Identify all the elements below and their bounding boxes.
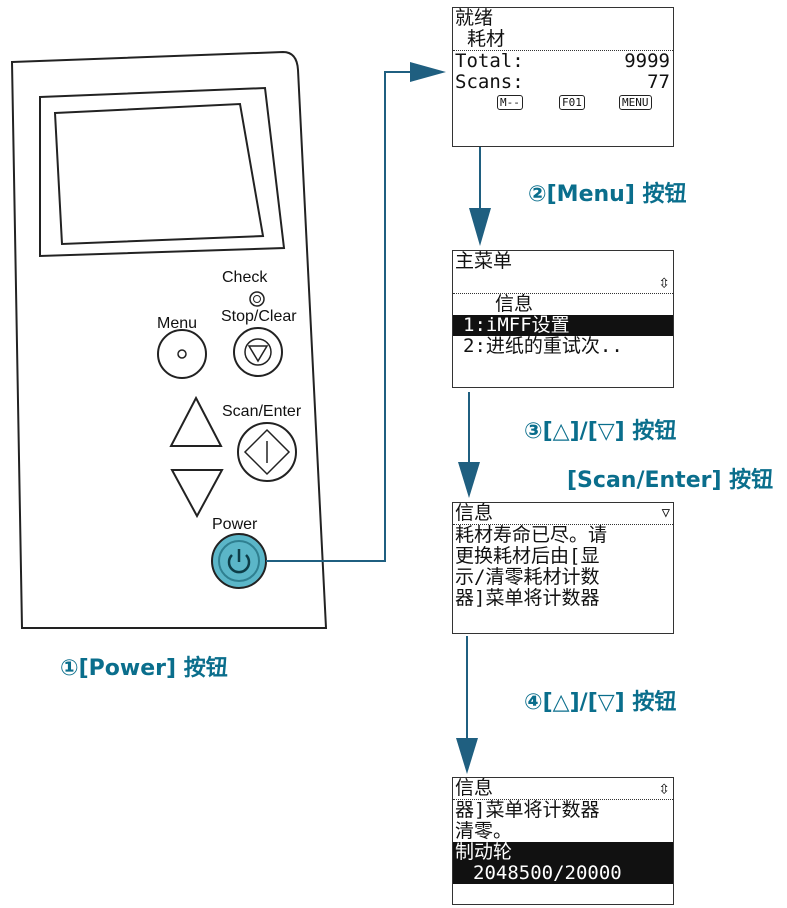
screen4-brake-roller: 制动轮 — [453, 842, 673, 863]
screen1-total-row: Total: 9999 — [453, 51, 673, 72]
total-label: Total: — [455, 50, 524, 72]
screen1-scans-row: Scans: 77 — [453, 72, 673, 93]
menu-button[interactable] — [158, 330, 206, 378]
caption-updown-2: ④[△]/[▽] 按钮 — [524, 690, 677, 715]
menu-item-imff: 1:iMFF设置 — [453, 315, 673, 336]
softkey-menu: MENU — [619, 95, 652, 110]
lcd-screen-ready: 就绪 耗材 Total: 9999 Scans: 77 M-- F01 MENU — [452, 7, 674, 147]
arrow-down-2-icon — [458, 462, 480, 498]
screen2-scroll-row: ⇳ — [453, 272, 673, 294]
power-connector-line — [266, 71, 418, 562]
down-button-icon — [170, 469, 224, 519]
screen3-line2: 更换耗材后由[显 — [455, 545, 600, 567]
softkey-bar: M-- F01 MENU — [453, 93, 673, 113]
screen3-line1: 耗材寿命已尽。请 — [455, 524, 608, 546]
screen3-title-row: 信息 ▽ — [453, 503, 673, 525]
down-button[interactable] — [172, 470, 222, 516]
power-button[interactable] — [212, 534, 266, 588]
menu-item-info: 信息 — [495, 293, 534, 315]
screen4-line1: 器]菜单将计数器 — [455, 799, 600, 821]
display-window — [53, 102, 265, 246]
stop-clear-label: Stop/Clear — [221, 308, 297, 325]
stop-clear-button[interactable] — [234, 328, 282, 376]
softkey-function: F01 — [559, 95, 585, 110]
lcd-screen-info-counter: 信息 ⇳ 器]菜单将计数器 清零。 制动轮 2048500/20000 — [452, 777, 674, 905]
menu-label: Menu — [157, 315, 198, 332]
power-icon — [227, 554, 251, 574]
arrow-down-3-icon — [456, 738, 478, 774]
softkey-mode: M-- — [497, 95, 523, 110]
screen3-line4: 器]菜单将计数器 — [455, 587, 600, 609]
scan-enter-label: Scan/Enter — [222, 403, 302, 420]
caption-power: ①[Power] 按钮 — [60, 656, 228, 681]
lcd-screen-info: 信息 ▽ 耗材寿命已尽。请 更换耗材后由[显 示/清零耗材计数 器]菜单将计数器 — [452, 502, 674, 634]
scans-value: 77 — [647, 71, 670, 93]
arrow-down-1-icon — [469, 208, 491, 246]
screen4-line2: 清零。 — [455, 820, 513, 842]
screen4-title-row: 信息 ⇳ — [453, 778, 673, 800]
up-button[interactable] — [171, 398, 221, 446]
caption-scan-enter: [Scan/Enter] 按钮 — [567, 468, 774, 493]
screen4-counter-value: 2048500/20000 — [453, 863, 673, 884]
screen3-title: 信息 — [455, 502, 494, 524]
screen3-line3: 示/清零耗材计数 — [455, 566, 600, 588]
check-label: Check — [222, 269, 268, 286]
caption-updown-1: ③[△]/[▽] 按钮 — [524, 419, 677, 444]
power-label: Power — [212, 516, 258, 533]
screen1-line2: 耗材 — [453, 29, 673, 51]
arrow-to-screen1-icon — [410, 62, 446, 82]
caption-menu: ②[Menu] 按钮 — [528, 182, 687, 207]
scroll-up-down-icon: ⇳ — [658, 271, 670, 293]
up-button-icon — [169, 395, 223, 447]
scans-label: Scans: — [455, 71, 524, 93]
total-value: 9999 — [624, 50, 670, 72]
scan-enter-button[interactable] — [238, 423, 296, 481]
lcd-screen-main-menu: 主菜单 ⇳ 信息 1:iMFF设置 2:进纸的重试次.. — [452, 250, 674, 388]
screen1-line1: 就绪 — [455, 7, 494, 29]
screen2-title: 主菜单 — [455, 250, 513, 272]
screen4-title: 信息 — [455, 777, 494, 799]
scroll-up-down-icon-2: ⇳ — [658, 777, 670, 799]
scroll-down-icon: ▽ — [661, 505, 670, 521]
menu-item-retry: 2:进纸的重试次.. — [463, 335, 623, 357]
